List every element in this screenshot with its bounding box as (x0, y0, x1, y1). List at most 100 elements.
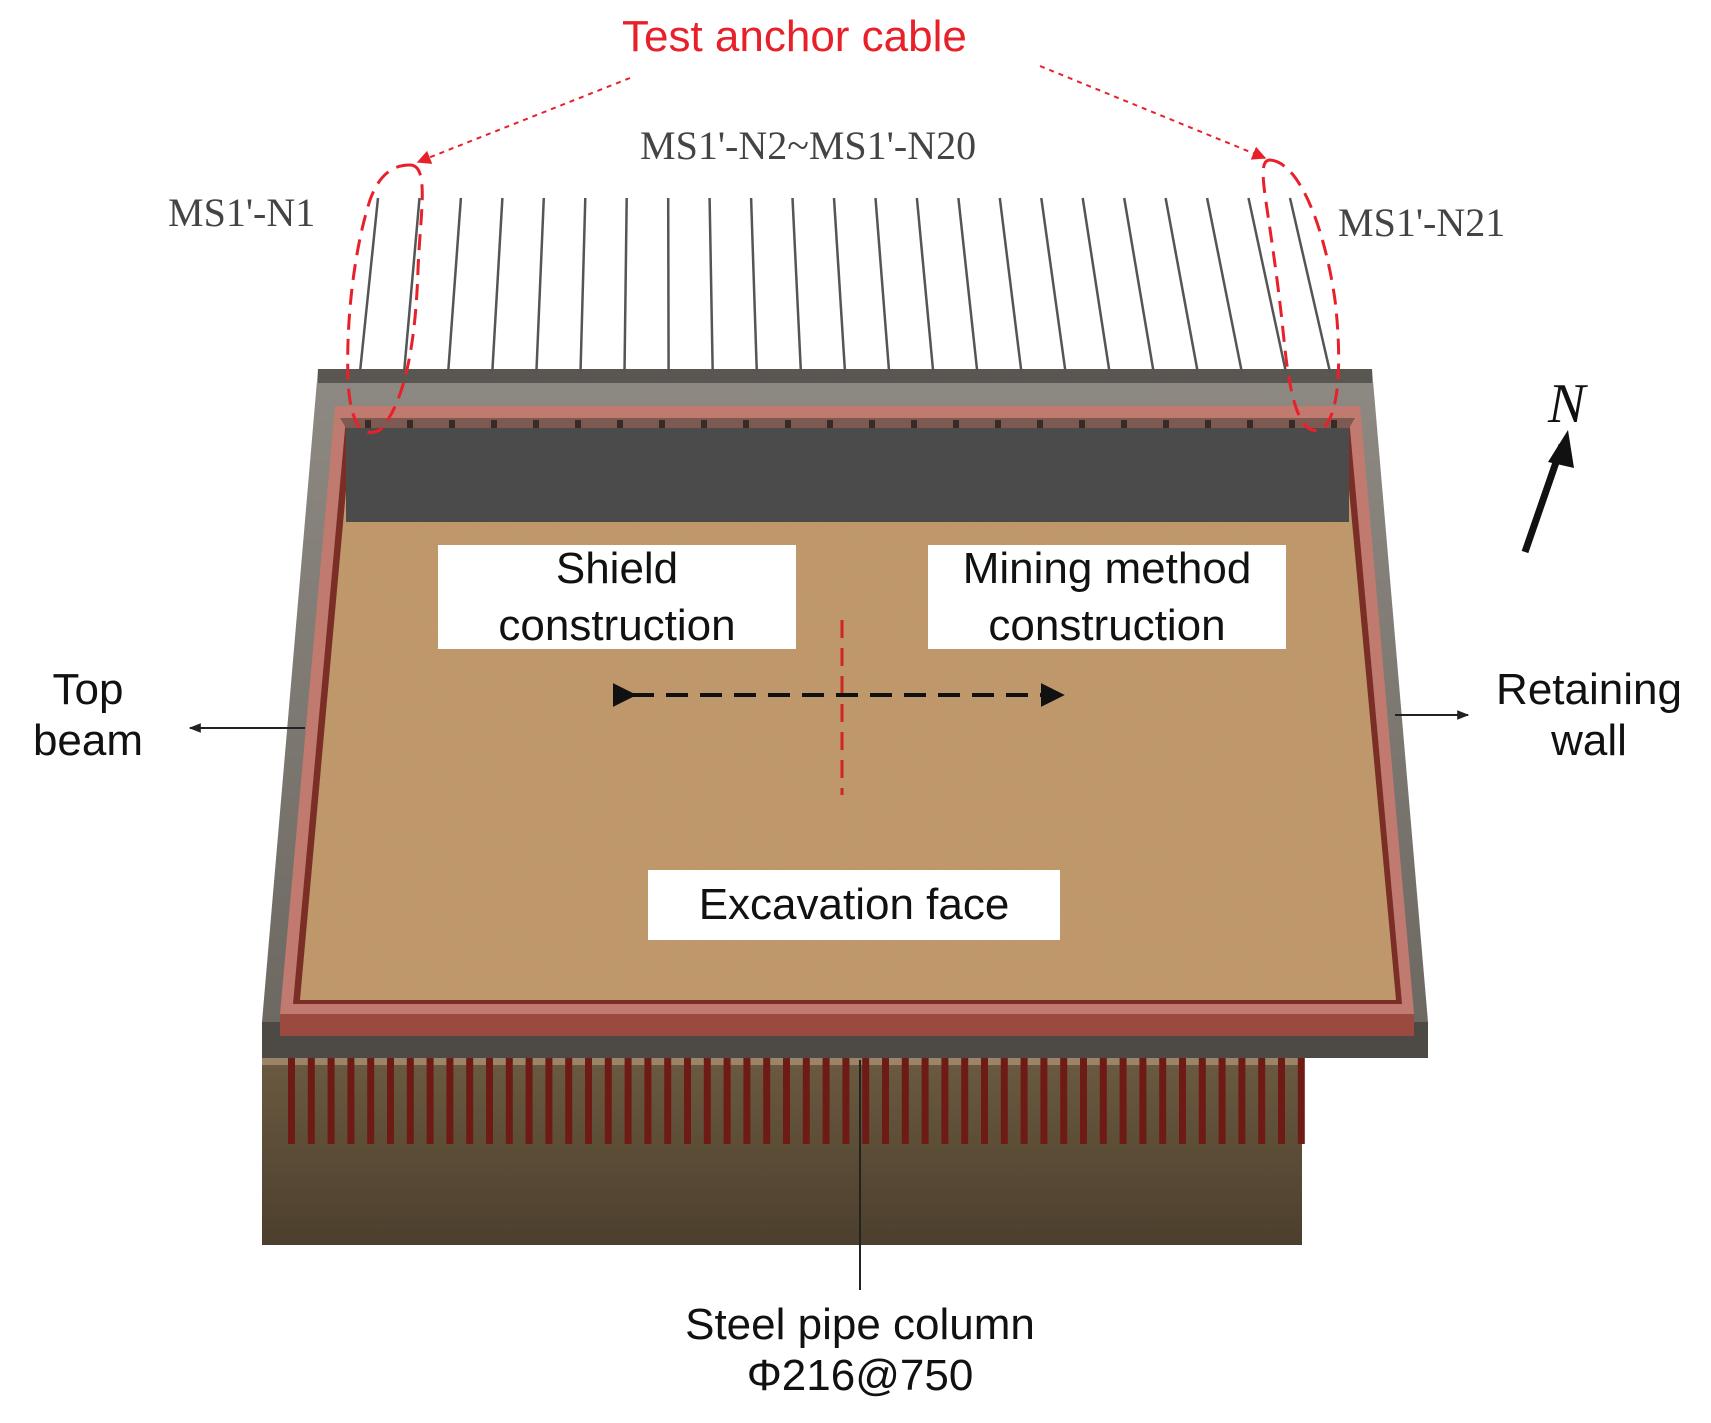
steel-pipe (387, 1040, 394, 1144)
steel-pipe-column-label: Steel pipe column Φ216@750 (620, 1300, 1100, 1401)
anchor-last-label: MS1'-N21 (1338, 200, 1506, 245)
leader-left (416, 77, 631, 164)
anchor-cable (791, 197, 803, 373)
steel-pipe (901, 1040, 909, 1144)
steel-pipe (1278, 1040, 1285, 1144)
steel-pipe (921, 1040, 929, 1144)
anchor-head (785, 420, 791, 428)
steel-pipe (1179, 1040, 1186, 1144)
anchor-cable (874, 197, 891, 373)
anchor-cable (1288, 197, 1332, 373)
steel-pipe (565, 1040, 573, 1144)
steel-pipe (1119, 1040, 1127, 1144)
steel-pipe (822, 1040, 830, 1144)
steel-pipe (1020, 1040, 1028, 1144)
anchor-cable (579, 197, 587, 373)
steel-pipe (961, 1040, 969, 1144)
shield-construction-label: Shield construction (438, 544, 796, 650)
back-wall (340, 418, 1355, 522)
anchor-cable (1040, 197, 1067, 373)
steel-pipe (604, 1040, 612, 1144)
anchor-head (365, 420, 371, 428)
anchor-cable (491, 197, 504, 373)
steel-pipe (882, 1040, 889, 1144)
steel-pipe (743, 1040, 751, 1144)
steel-pipe (1040, 1040, 1048, 1144)
steel-pipe (842, 1040, 850, 1144)
anchor-cable (1164, 197, 1199, 373)
steel-pipe (802, 1040, 810, 1144)
retaining-wall-label: Retaining wall (1478, 665, 1700, 766)
anchor-cable (446, 197, 463, 373)
anchor-cable (915, 197, 935, 373)
steel-pipe (585, 1040, 592, 1144)
steel-pipe-line-1: Steel pipe column (685, 1300, 1035, 1349)
anchor-head (1205, 420, 1211, 428)
steel-pipe (763, 1040, 771, 1144)
steel-pipe (1099, 1040, 1107, 1144)
top-beam-line-2: beam (32, 715, 144, 765)
anchor-head (1163, 420, 1169, 428)
steel-pipe (703, 1040, 711, 1144)
back-wall-body (346, 428, 1349, 522)
steel-pipe (1198, 1040, 1206, 1144)
steel-pipe-columns (288, 1040, 1305, 1144)
steel-pipe (466, 1040, 474, 1144)
steel-pipe (684, 1040, 691, 1144)
anchor-cable (358, 197, 380, 373)
steel-pipe (723, 1040, 731, 1144)
north-label: N (1548, 373, 1586, 435)
steel-pipe (1000, 1040, 1008, 1144)
anchor-head (1121, 420, 1127, 428)
anchor-head (407, 420, 413, 428)
steel-pipe (1258, 1040, 1266, 1144)
back-wall-top (340, 418, 1355, 428)
leader-right (1039, 65, 1267, 160)
steel-pipe-line-2: Φ216@750 (746, 1350, 974, 1400)
steel-pipe (1297, 1040, 1305, 1144)
anchor-head (1289, 420, 1295, 428)
anchor-cable (957, 197, 979, 373)
anchor-cable (749, 197, 759, 373)
steel-pipe (446, 1040, 454, 1144)
anchor-head (827, 420, 833, 428)
anchor-cable (1205, 197, 1244, 373)
steel-pipe (327, 1040, 335, 1144)
top-beam-label: Top beam (18, 665, 158, 766)
steel-pipe (1080, 1040, 1087, 1144)
steel-pipe (367, 1040, 375, 1144)
anchor-cable (1081, 197, 1111, 373)
anchor-cable (1122, 197, 1155, 373)
steel-pipe (426, 1040, 434, 1144)
north-arrow-icon (1521, 430, 1574, 554)
mining-construction-label: Mining method construction (928, 544, 1286, 650)
steel-pipe (624, 1040, 632, 1144)
test-anchor-highlights (346, 158, 1341, 434)
excavation-face-label: Excavation face (648, 870, 1060, 940)
retaining-wall-line-1: Retaining (1496, 665, 1682, 714)
anchor-head (869, 420, 875, 428)
steel-pipe (486, 1040, 493, 1144)
anchor-cable (998, 197, 1023, 373)
anchor-cable (1247, 197, 1288, 373)
anchor-head (449, 420, 455, 428)
back-wall-anchor-heads (365, 420, 1337, 428)
steel-pipe (545, 1040, 553, 1144)
anchor-head (491, 420, 497, 428)
steel-pipe (1238, 1040, 1246, 1144)
anchor-cable (832, 197, 847, 373)
steel-pipe (981, 1040, 988, 1144)
anchor-head (1247, 420, 1253, 428)
anchor-cable (402, 197, 421, 373)
shield-line-2: construction (498, 601, 736, 650)
anchor-head (953, 420, 959, 428)
steel-pipe (406, 1040, 414, 1144)
highlight-right (1261, 158, 1341, 433)
anchor-head (1037, 420, 1043, 428)
steel-pipe (1060, 1040, 1068, 1144)
anchor-cables (358, 197, 1332, 373)
anchor-first-label: MS1'-N1 (168, 190, 316, 235)
callout-leaders (188, 710, 1470, 1290)
anchor-head (1079, 420, 1085, 428)
